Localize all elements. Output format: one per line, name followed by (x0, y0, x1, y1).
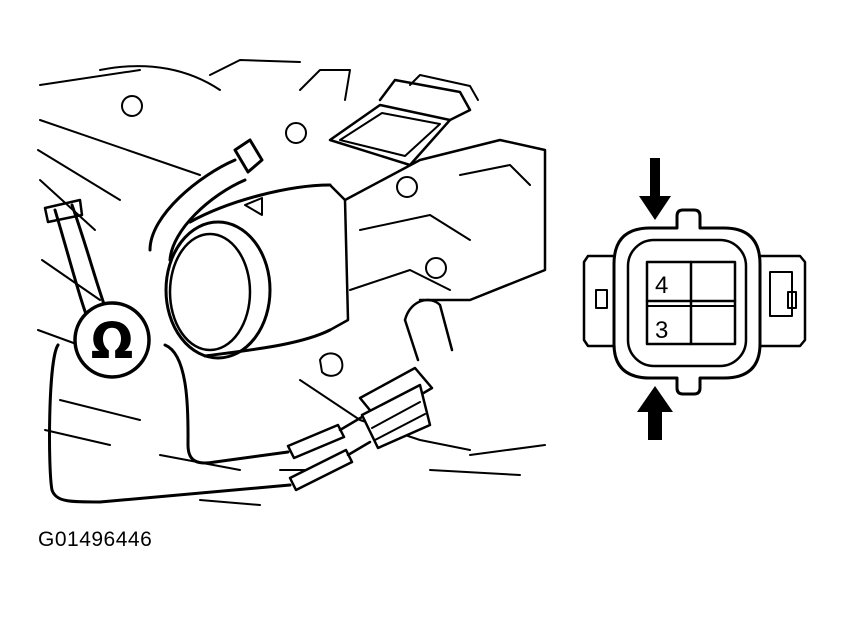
arrow-up-icon (637, 386, 673, 440)
harness-plug (358, 366, 434, 450)
pin-label-4: 4 (655, 272, 668, 299)
probe-lead-upper (286, 423, 346, 460)
figure-code: G01496446 (38, 528, 153, 551)
probe-lead-lower (288, 448, 354, 492)
ohmmeter-leads (48, 343, 372, 504)
connector-face: 4 3 (582, 158, 807, 440)
throttle-body-illustration (37, 59, 547, 506)
pin-label-3: 3 (655, 317, 668, 344)
arrow-down-icon (639, 158, 671, 220)
ohmmeter-symbol: Ω (73, 301, 151, 379)
ohm-icon: Ω (91, 312, 134, 370)
